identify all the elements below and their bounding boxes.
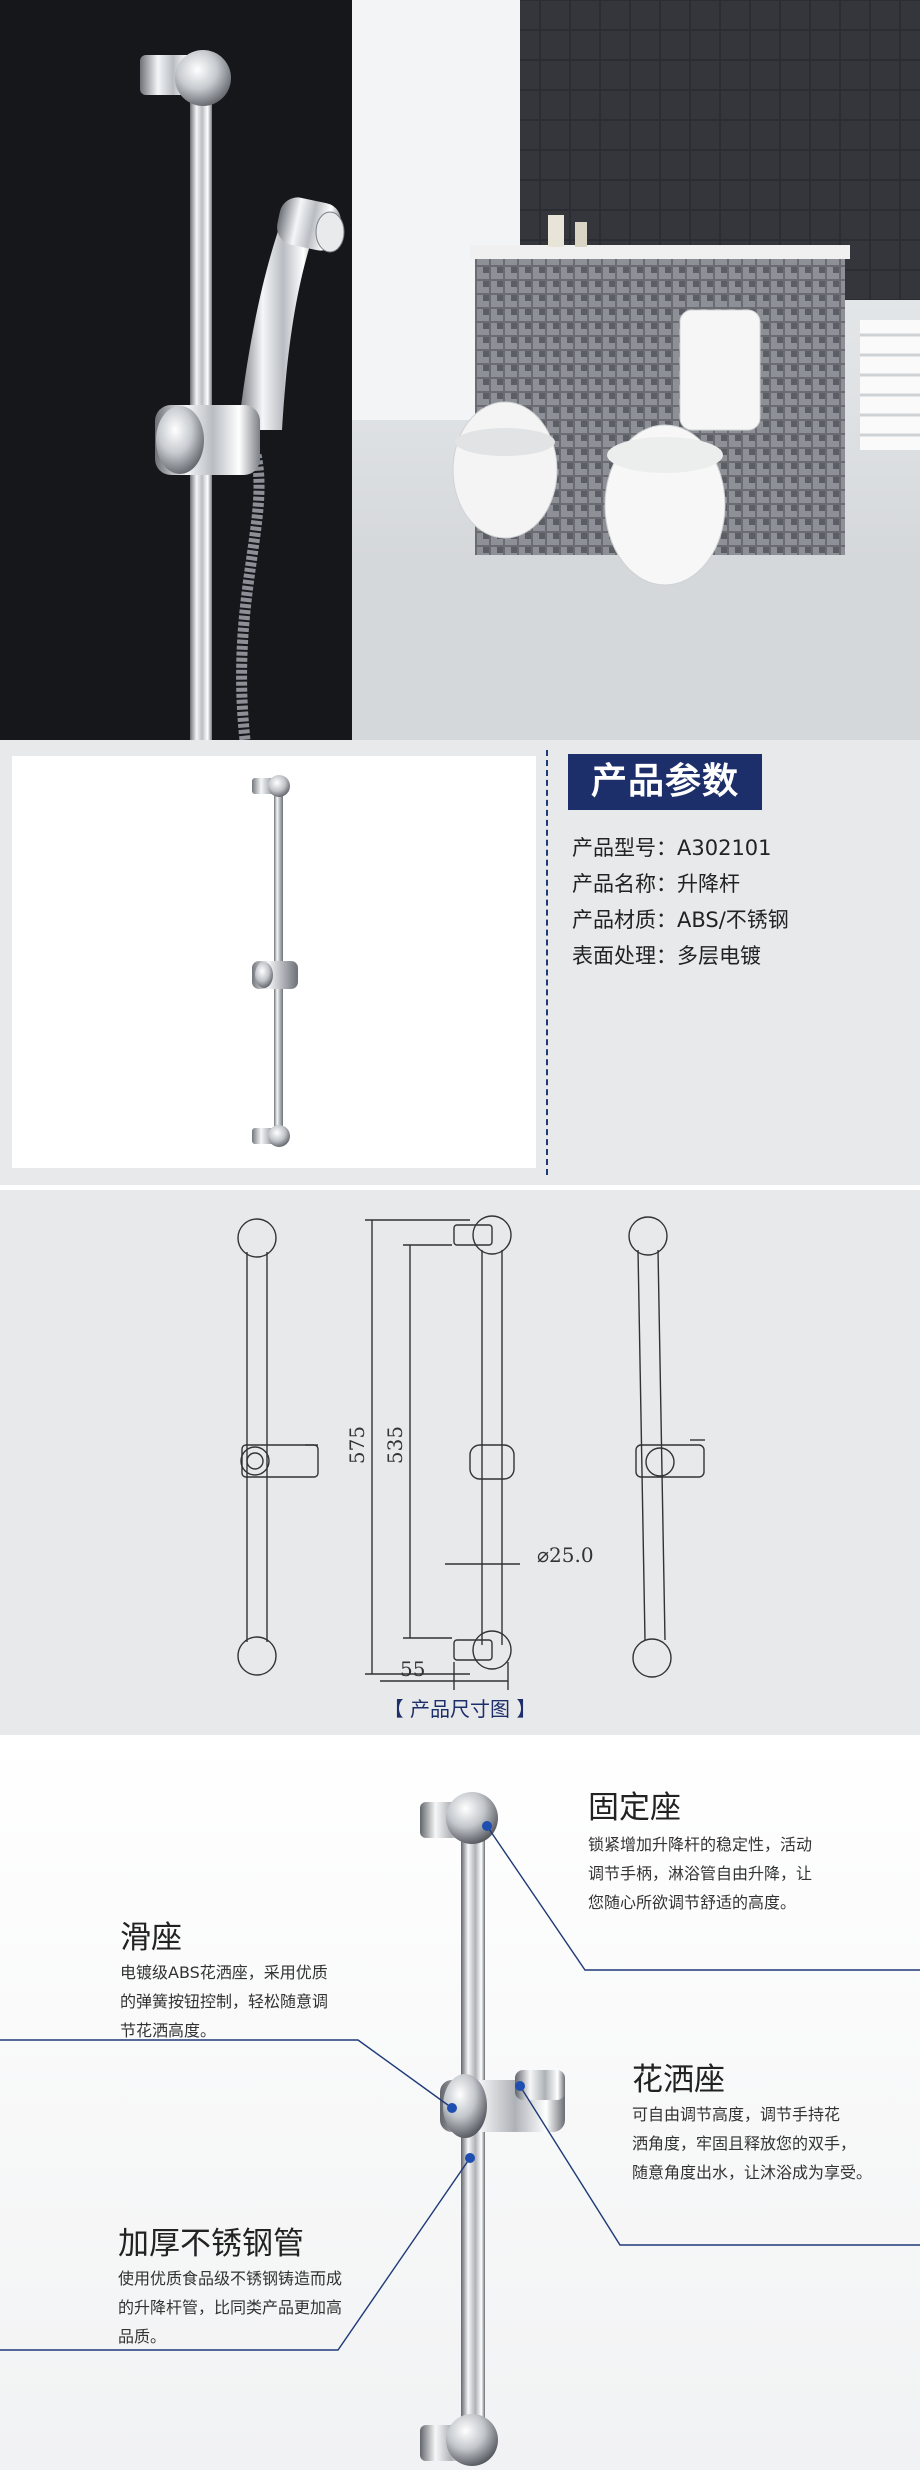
param-row-material: 产品材质：ABS/不锈钢: [572, 902, 789, 938]
rod: [274, 784, 283, 1136]
bidet-rim: [455, 428, 555, 456]
desc-line: 随意角度出水，让沐浴成为享受。: [632, 2163, 873, 2182]
param-value: A302101: [677, 836, 772, 860]
callout-dots: [447, 1821, 525, 2163]
param-row-finish: 表面处理：多层电镀: [572, 938, 789, 974]
param-label: 产品材质：: [572, 908, 677, 932]
features-illustration: [0, 1792, 920, 2466]
desc-line: 调节手柄，淋浴管自由升降，让: [588, 1864, 813, 1883]
param-value: 升降杆: [677, 872, 740, 896]
desc-line: 的弹簧按钮控制，轻松随意调: [120, 1992, 329, 2011]
shower-seat: [515, 2070, 565, 2100]
soap-bottle: [548, 215, 564, 247]
product-photo-illustration: [252, 775, 298, 1147]
shower-handle: [238, 215, 320, 430]
toilet-tank: [679, 309, 761, 431]
param-label: 产品名称：: [572, 872, 677, 896]
dimension-drawing-section: 575 535 ⌀25.0 55 【 产品尺寸图 】: [0, 1190, 920, 1735]
hero-dark-panel: [0, 0, 352, 740]
desc-line: 锁紧增加升降杆的稳定性，活动: [588, 1835, 813, 1854]
dashed-divider: [546, 750, 548, 1175]
desc-line: 您随心所欲调节舒适的高度。: [588, 1893, 797, 1912]
slider-knob: [156, 406, 204, 474]
desc-line: 节花洒高度。: [120, 2021, 217, 2040]
params-list: 产品型号：A302101 产品名称：升降杆 产品材质：ABS/不锈钢 表面处理：…: [572, 830, 789, 974]
side-view-dimensioned: [365, 1215, 520, 1690]
slide-seat-desc: 电镀级ABS花洒座，采用优质 的弹簧按钮控制，轻松随意调 节花洒高度。: [120, 1958, 328, 2045]
hero-banner: [0, 0, 920, 740]
slider-knob: [255, 962, 273, 988]
dim-total-height: 575: [345, 1426, 369, 1464]
shower-face: [315, 211, 345, 253]
slide-seat-knob: [443, 2074, 487, 2138]
desc-line: 可自由调节高度，调节手持花: [632, 2105, 841, 2124]
floor: [352, 560, 920, 740]
dim-diameter: ⌀25.0: [537, 1543, 594, 1567]
cup: [575, 222, 587, 247]
side-view-right: [628, 1216, 705, 1678]
param-row-name: 产品名称：升降杆: [572, 866, 789, 902]
product-params-section: 产品参数 产品型号：A302101 产品名称：升降杆 产品材质：ABS/不锈钢 …: [0, 740, 920, 1185]
bottom-cap: [268, 1125, 290, 1147]
callout-lines: [0, 1825, 920, 2351]
steel-tube-desc: 使用优质食品级不锈钢铸造而成 的升降杆管，比同类产品更加高 品质。: [118, 2264, 342, 2351]
toilet-lid: [607, 437, 723, 473]
dim-inner-height: 535: [383, 1426, 407, 1464]
top-cap: [268, 775, 290, 797]
desc-line: 电镀级ABS花洒座，采用优质: [120, 1963, 328, 1982]
param-value: ABS/不锈钢: [677, 908, 789, 932]
dim-offset: 55: [400, 1657, 425, 1681]
top-bracket-cap: [175, 50, 231, 106]
fixed-seat-cap: [446, 1792, 498, 1844]
front-view: [237, 1218, 319, 1676]
bidet: [452, 401, 558, 539]
desc-line: 的升降杆管，比同类产品更加高: [118, 2298, 343, 2317]
param-value: 多层电镀: [677, 944, 761, 968]
param-row-model: 产品型号：A302101: [572, 830, 789, 866]
product-photo: [12, 756, 536, 1168]
radiator-lines: [860, 333, 920, 437]
partition-top: [470, 245, 850, 259]
technical-drawing: 575 535 ⌀25.0 55: [237, 1215, 705, 1690]
radiator: [860, 320, 920, 450]
shower-hose: [236, 453, 265, 740]
desc-line: 使用优质食品级不锈钢铸造而成: [118, 2269, 343, 2288]
shower-seat-title: 花洒座: [632, 2062, 725, 2098]
dimension-caption: 【 产品尺寸图 】: [383, 1697, 537, 1721]
desc-line: 洒角度，牢固且释放您的双手，: [632, 2134, 857, 2153]
desc-line: 品质。: [118, 2327, 167, 2346]
params-title: 产品参数: [568, 754, 762, 810]
param-label: 产品型号：: [572, 836, 677, 860]
bottom-cap: [446, 2414, 498, 2466]
shower-seat-desc: 可自由调节高度，调节手持花 洒角度，牢固且释放您的双手， 随意角度出水，让沐浴成…: [632, 2100, 872, 2187]
fixed-seat-title: 固定座: [588, 1790, 681, 1826]
features-section: 固定座 锁紧增加升降杆的稳定性，活动 调节手柄，淋浴管自由升降，让 您随心所欲调…: [0, 1740, 920, 2470]
steel-tube-title: 加厚不锈钢管: [118, 2226, 304, 2262]
fixed-seat-desc: 锁紧增加升降杆的稳定性，活动 调节手柄，淋浴管自由升降，让 您随心所欲调节舒适的…: [588, 1830, 812, 1917]
slide-seat-title: 滑座: [120, 1920, 182, 1956]
param-label: 表面处理：: [572, 944, 677, 968]
slide-bar-rod: [190, 60, 212, 740]
hero-illustration: [140, 0, 920, 740]
